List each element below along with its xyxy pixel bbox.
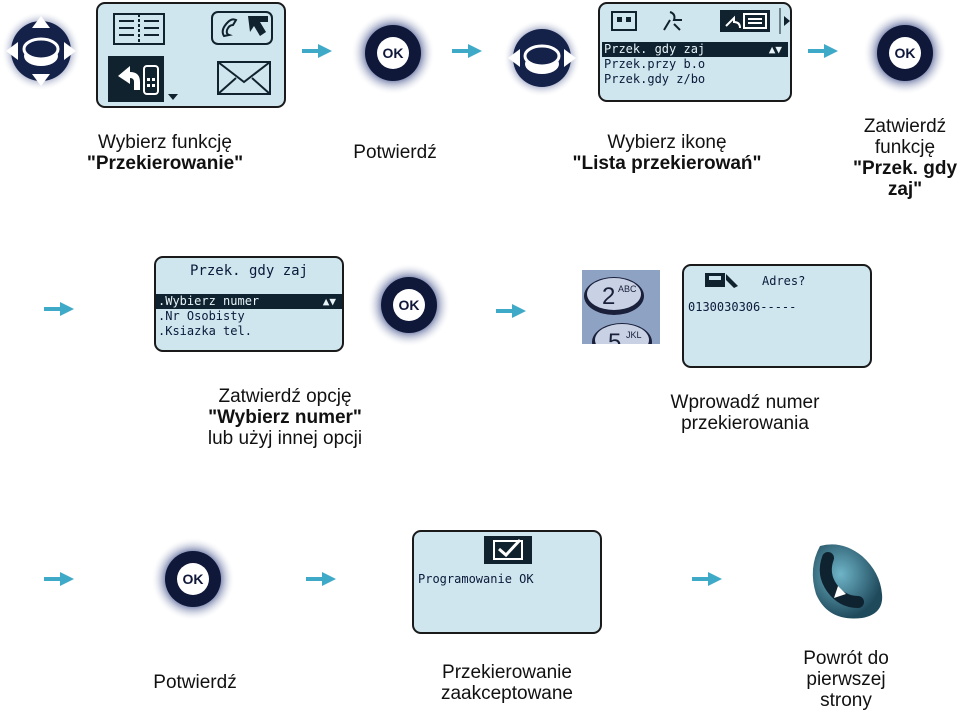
forwarding-list-screen: Przek. gdy zaj▲▼ Przek.przy b.o Przek.gd… [598,2,792,102]
menu-item[interactable]: Przek.przy b.o [604,57,706,71]
option-item[interactable]: .Ksiazka tel. [158,324,252,338]
ok-button[interactable]: OK [150,536,236,622]
step4-caption: Zatwierdź funkcję "Przek. gdy zaj" [840,116,970,200]
up-down-arrow-icon: ▲▼ [322,295,336,308]
step7-caption: Potwierdź [153,672,237,693]
key-2-digit: 2 [602,283,615,310]
ok-button[interactable]: OK [366,262,452,348]
confirmation-screen: Programowanie OK [412,530,602,634]
flow-arrow [306,572,336,586]
step5-caption: Zatwierdź opcję "Wybierz numer" lub użyj… [160,386,410,449]
screen-title: Przek. gdy zaj [189,263,308,279]
up-down-arrow-icon: ▲▼ [768,43,782,56]
forward-busy-options-screen: Przek. gdy zaj .Wybierz numer▲▼ .Nr Osob… [154,256,344,352]
ok-label: OK [183,571,204,587]
address-prompt: Adres? [762,274,806,288]
key-2-letters: ABC [618,284,637,294]
message-envelope-icon [216,60,272,101]
ok-button[interactable]: OK [862,10,948,96]
flow-arrow [44,302,74,316]
flow-arrow [496,304,526,318]
call-forward-selected-icon [108,56,180,106]
option-selected[interactable]: .Wybierz numer▲▼ [156,294,342,309]
hang-up-key-icon[interactable] [802,538,888,624]
flow-arrow [808,44,838,58]
step2-caption: Potwierdź [353,142,437,163]
flow-arrow [452,44,482,58]
ok-button[interactable]: OK [350,10,436,96]
key-5-digit: 5 [608,329,621,344]
ok-label: OK [895,45,916,61]
step3-caption-bold: "Lista przekierowań" [572,153,762,174]
step3-caption: Wybierz ikonę "Lista przekierowań" [552,132,782,174]
step1-caption: Wybierz funkcję "Przekierowanie" [40,132,290,174]
phone-forward-icon [704,272,740,295]
keypad-keys-icon: 2 ABC 5 JKL [582,270,660,344]
key-5-letters: JKL [626,330,642,340]
step6-caption: Wprowadź numer przekierowania [670,392,820,434]
options-list: .Wybierz numer▲▼ .Nr Osobisty .Ksiazka t… [156,294,342,339]
call-transfer-icon [210,10,274,53]
step4-caption-bold-1: "Przek. gdy [852,158,958,179]
navigator-key-icon [0,10,82,92]
confirmation-text: Programowanie OK [418,572,534,586]
step4-caption-bold-2: zaj" [887,179,923,200]
phonebook-icon [112,12,166,51]
step9-caption: Powrót do pierwszej strony [803,648,889,711]
step1-caption-bold: "Przekierowanie" [86,153,244,174]
flow-arrow [302,44,332,58]
number-entry-screen: Adres? 0130030306----- [682,264,872,368]
menu-item-selected[interactable]: Przek. gdy zaj▲▼ [602,42,788,57]
ok-label: OK [399,297,420,313]
entered-number[interactable]: 0130030306----- [688,300,797,314]
option-item[interactable]: .Nr Osobisty [158,309,245,323]
main-menu-screen [96,2,286,108]
forwarding-menu-list: Przek. gdy zaj▲▼ Przek.przy b.o Przek.gd… [602,42,788,87]
forward-icons-row [600,8,790,34]
flow-arrow [692,572,722,586]
checkmark-icon [484,536,532,569]
navigator-key-icon [502,18,582,98]
step5-caption-bold: "Wybierz numer" [208,407,362,428]
ok-label: OK [383,45,404,61]
flow-arrow [44,572,74,586]
menu-item[interactable]: Przek.gdy z/bo [604,72,706,86]
step8-caption: Przekierowanie zaakceptowane [440,662,574,704]
